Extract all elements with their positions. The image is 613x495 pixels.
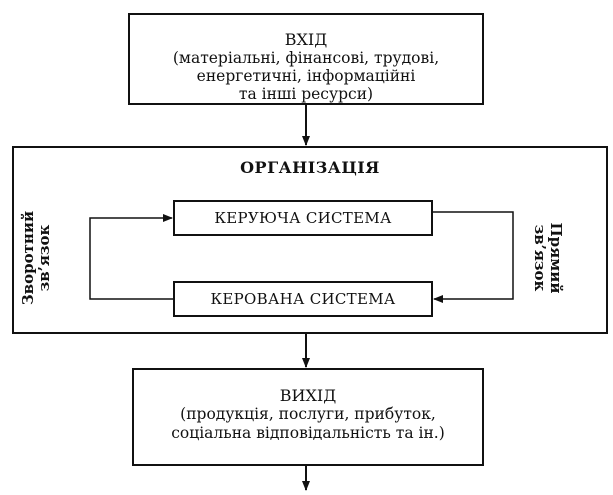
output-line-2: соціальна відповідальність та ін.) [171, 424, 445, 442]
feedback-label: Зворотний зв’язок [19, 210, 53, 306]
feedforward-loop-arrow [433, 211, 514, 303]
organization-title: ОРГАНІЗАЦІЯ [240, 158, 380, 177]
input-line-3: та інші ресурси) [238, 85, 374, 103]
feedforward-label-line-2: зв’язок [531, 224, 549, 292]
feedforward-label: Прямий зв’язок [531, 222, 565, 294]
managed-system-box: КЕРОВАНА СИСТЕМА [173, 281, 433, 317]
feedback-label-line-1: Зворотний [19, 210, 37, 306]
feedback-label-line-2: зв’язок [35, 224, 53, 292]
input-line-1: (матеріальні, фінансові, трудові, [172, 49, 440, 67]
input-line-2: енергетичні, інформаційні [196, 67, 416, 85]
control-system-box: КЕРУЮЧА СИСТЕМА [173, 200, 433, 236]
output-title: ВИХІД [279, 386, 337, 405]
input-title: ВХІД [284, 30, 328, 49]
feedback-loop-arrow [89, 214, 173, 300]
output-line-1: (продукція, послуги, прибуток, [180, 405, 436, 423]
feedforward-label-line-1: Прямий [547, 222, 565, 294]
output-box: ВИХІД (продукція, послуги, прибуток, соц… [132, 368, 484, 466]
input-box: ВХІД (матеріальні, фінансові, трудові, е… [128, 13, 484, 105]
organization-box [12, 146, 608, 334]
